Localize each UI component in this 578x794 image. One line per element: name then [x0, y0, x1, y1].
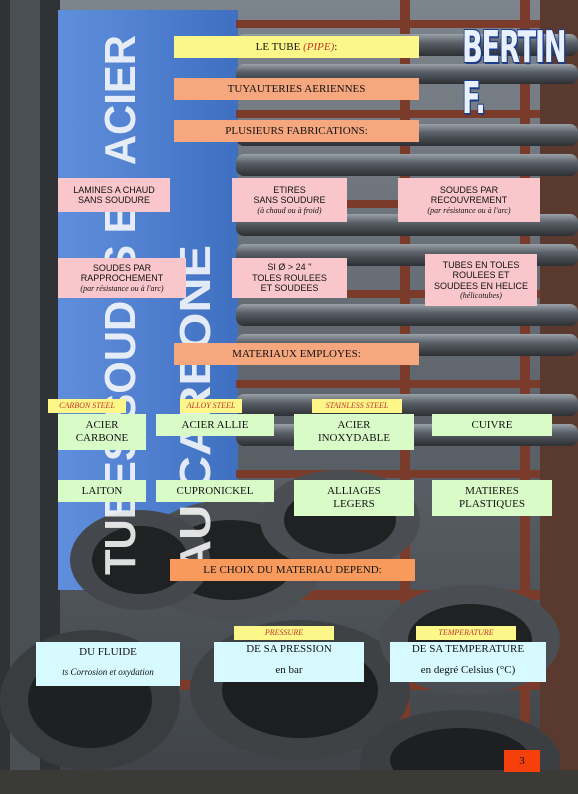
fab-5-line1: SI Ø > 24 '' [267, 262, 312, 273]
material-light-alloys: ALLIAGES LEGERS [294, 480, 414, 516]
title-pipe: (PIPE) [303, 40, 335, 53]
fab-1-line2: SANS SOUDURE [77, 195, 150, 205]
fab-2-note: (à chaud ou à froid) [257, 205, 322, 215]
fab-5-line3: ET SOUDEES [260, 283, 319, 294]
material-stainless-steel: ACIER INOXYDABLE [294, 414, 414, 450]
material-copper: CUIVRE [432, 414, 552, 436]
fab-3-note: (par résistance ou à l'arc) [427, 205, 511, 215]
material-alloy-steel: ACIER ALLIE [156, 414, 274, 436]
fab-6-line1: TUBES EN TOLES [442, 259, 520, 270]
fabrication-butt-welded: SOUDES PAR RAPPROCHEMENT (par résistance… [58, 258, 186, 298]
page-number: 3 [504, 750, 540, 772]
section-materials: MATERIAUX EMPLOYES: [174, 343, 419, 365]
section-fabrications: PLUSIEURS FABRICATIONS: [174, 120, 419, 142]
page-title: LE TUBE (PIPE): [174, 36, 419, 58]
fabrication-drawn: ETIRES SANS SOUDURE (à chaud ou à froid) [232, 178, 347, 222]
tag-pressure: PRESSURE [234, 626, 334, 640]
material-plastics: MATIERES PLASTIQUES [432, 480, 552, 516]
choice-pressure: DE SA PRESSION en bar [214, 642, 364, 682]
section-choice-label: LE CHOIX DU MATERIAU DEPEND: [203, 563, 382, 576]
choice-temperature-unit: en degré Celsius (°C) [420, 663, 516, 676]
fab-1-line1: LAMINES A CHAUD [73, 184, 155, 195]
material-4-label: CUIVRE [471, 418, 513, 431]
material-6-label: CUPRONICKEL [176, 484, 254, 497]
choice-pressure-unit: en bar [275, 663, 303, 676]
fabrication-rolled-plates: SI Ø > 24 '' TOLES ROULEES ET SOUDEES [232, 258, 347, 298]
fab-6-line2: ROULEES ET [452, 270, 510, 281]
fab-2-line2: SANS SOUDURE [253, 195, 326, 206]
fab-5-line2: TOLES ROULEES [252, 272, 327, 283]
tag-carbon-steel: CARBON STEEL [48, 399, 126, 413]
section-choice: LE CHOIX DU MATERIAU DEPEND: [170, 559, 415, 581]
section-fabrications-label: PLUSIEURS FABRICATIONS: [225, 124, 368, 137]
fab-3-line1: SOUDES PAR [439, 185, 499, 196]
page-title-text: LE TUBE (PIPE): [256, 41, 338, 54]
material-1-label: ACIER CARBONE [75, 419, 129, 444]
section-materials-label: MATERIAUX EMPLOYES: [232, 347, 361, 360]
section-aerial-label: TUYAUTERIES AERIENNES [227, 82, 366, 95]
material-5-label: LAITON [81, 484, 123, 497]
fab-4-line2: RAPPROCHEMENT [80, 273, 164, 284]
material-cupronickel: CUPRONICKEL [156, 480, 274, 502]
material-3-label: ACIER INOXYDABLE [317, 419, 391, 444]
title-suffix: : [334, 40, 338, 53]
choice-pressure-label: DE SA PRESSION [246, 643, 332, 655]
choice-fluid-note: ts Corrosion et oxydation [62, 666, 154, 677]
material-7-label: ALLIAGES LEGERS [327, 485, 381, 510]
choice-temperature: DE SA TEMPERATURE en degré Celsius (°C) [390, 642, 546, 682]
choice-fluid: DU FLUIDE ts Corrosion et oxydation [36, 642, 180, 686]
section-aerial-piping: TUYAUTERIES AERIENNES [174, 78, 419, 100]
tag-alloy-steel: ALLOY STEEL [180, 399, 242, 413]
fab-6-line3: SOUDEES EN HELICE [433, 280, 529, 291]
fabrication-helical: TUBES EN TOLES ROULEES ET SOUDEES EN HEL… [425, 254, 537, 306]
fab-4-note: (par résistance ou à l'arc) [80, 283, 164, 293]
brand-logo: BERTIN F. [462, 22, 567, 124]
fab-2-line1: ETIRES [273, 185, 306, 196]
material-brass: LAITON [58, 480, 146, 502]
material-8-label: MATIERES PLASTIQUES [458, 485, 525, 510]
fab-4-line1: SOUDES PAR [92, 263, 152, 274]
tag-stainless-steel: STAINLESS STEEL [312, 399, 402, 413]
choice-fluid-label: DU FLUIDE [79, 646, 137, 658]
title-prefix: LE TUBE [255, 40, 304, 53]
fabrication-lap-welded: SOUDES PAR RECOUVREMENT (par résistance … [398, 178, 540, 222]
fabrication-hot-rolled: LAMINES A CHAUD SANS SOUDURE [58, 178, 170, 212]
choice-temperature-label: DE SA TEMPERATURE [411, 643, 525, 655]
fab-6-note: (hélicotubes) [460, 290, 502, 300]
tag-temperature: TEMPERATURE [416, 626, 516, 640]
fab-3-line2: RECOUVREMENT [430, 195, 508, 206]
material-carbon-steel: ACIER CARBONE [58, 414, 146, 450]
material-2-label: ACIER ALLIE [181, 418, 249, 431]
